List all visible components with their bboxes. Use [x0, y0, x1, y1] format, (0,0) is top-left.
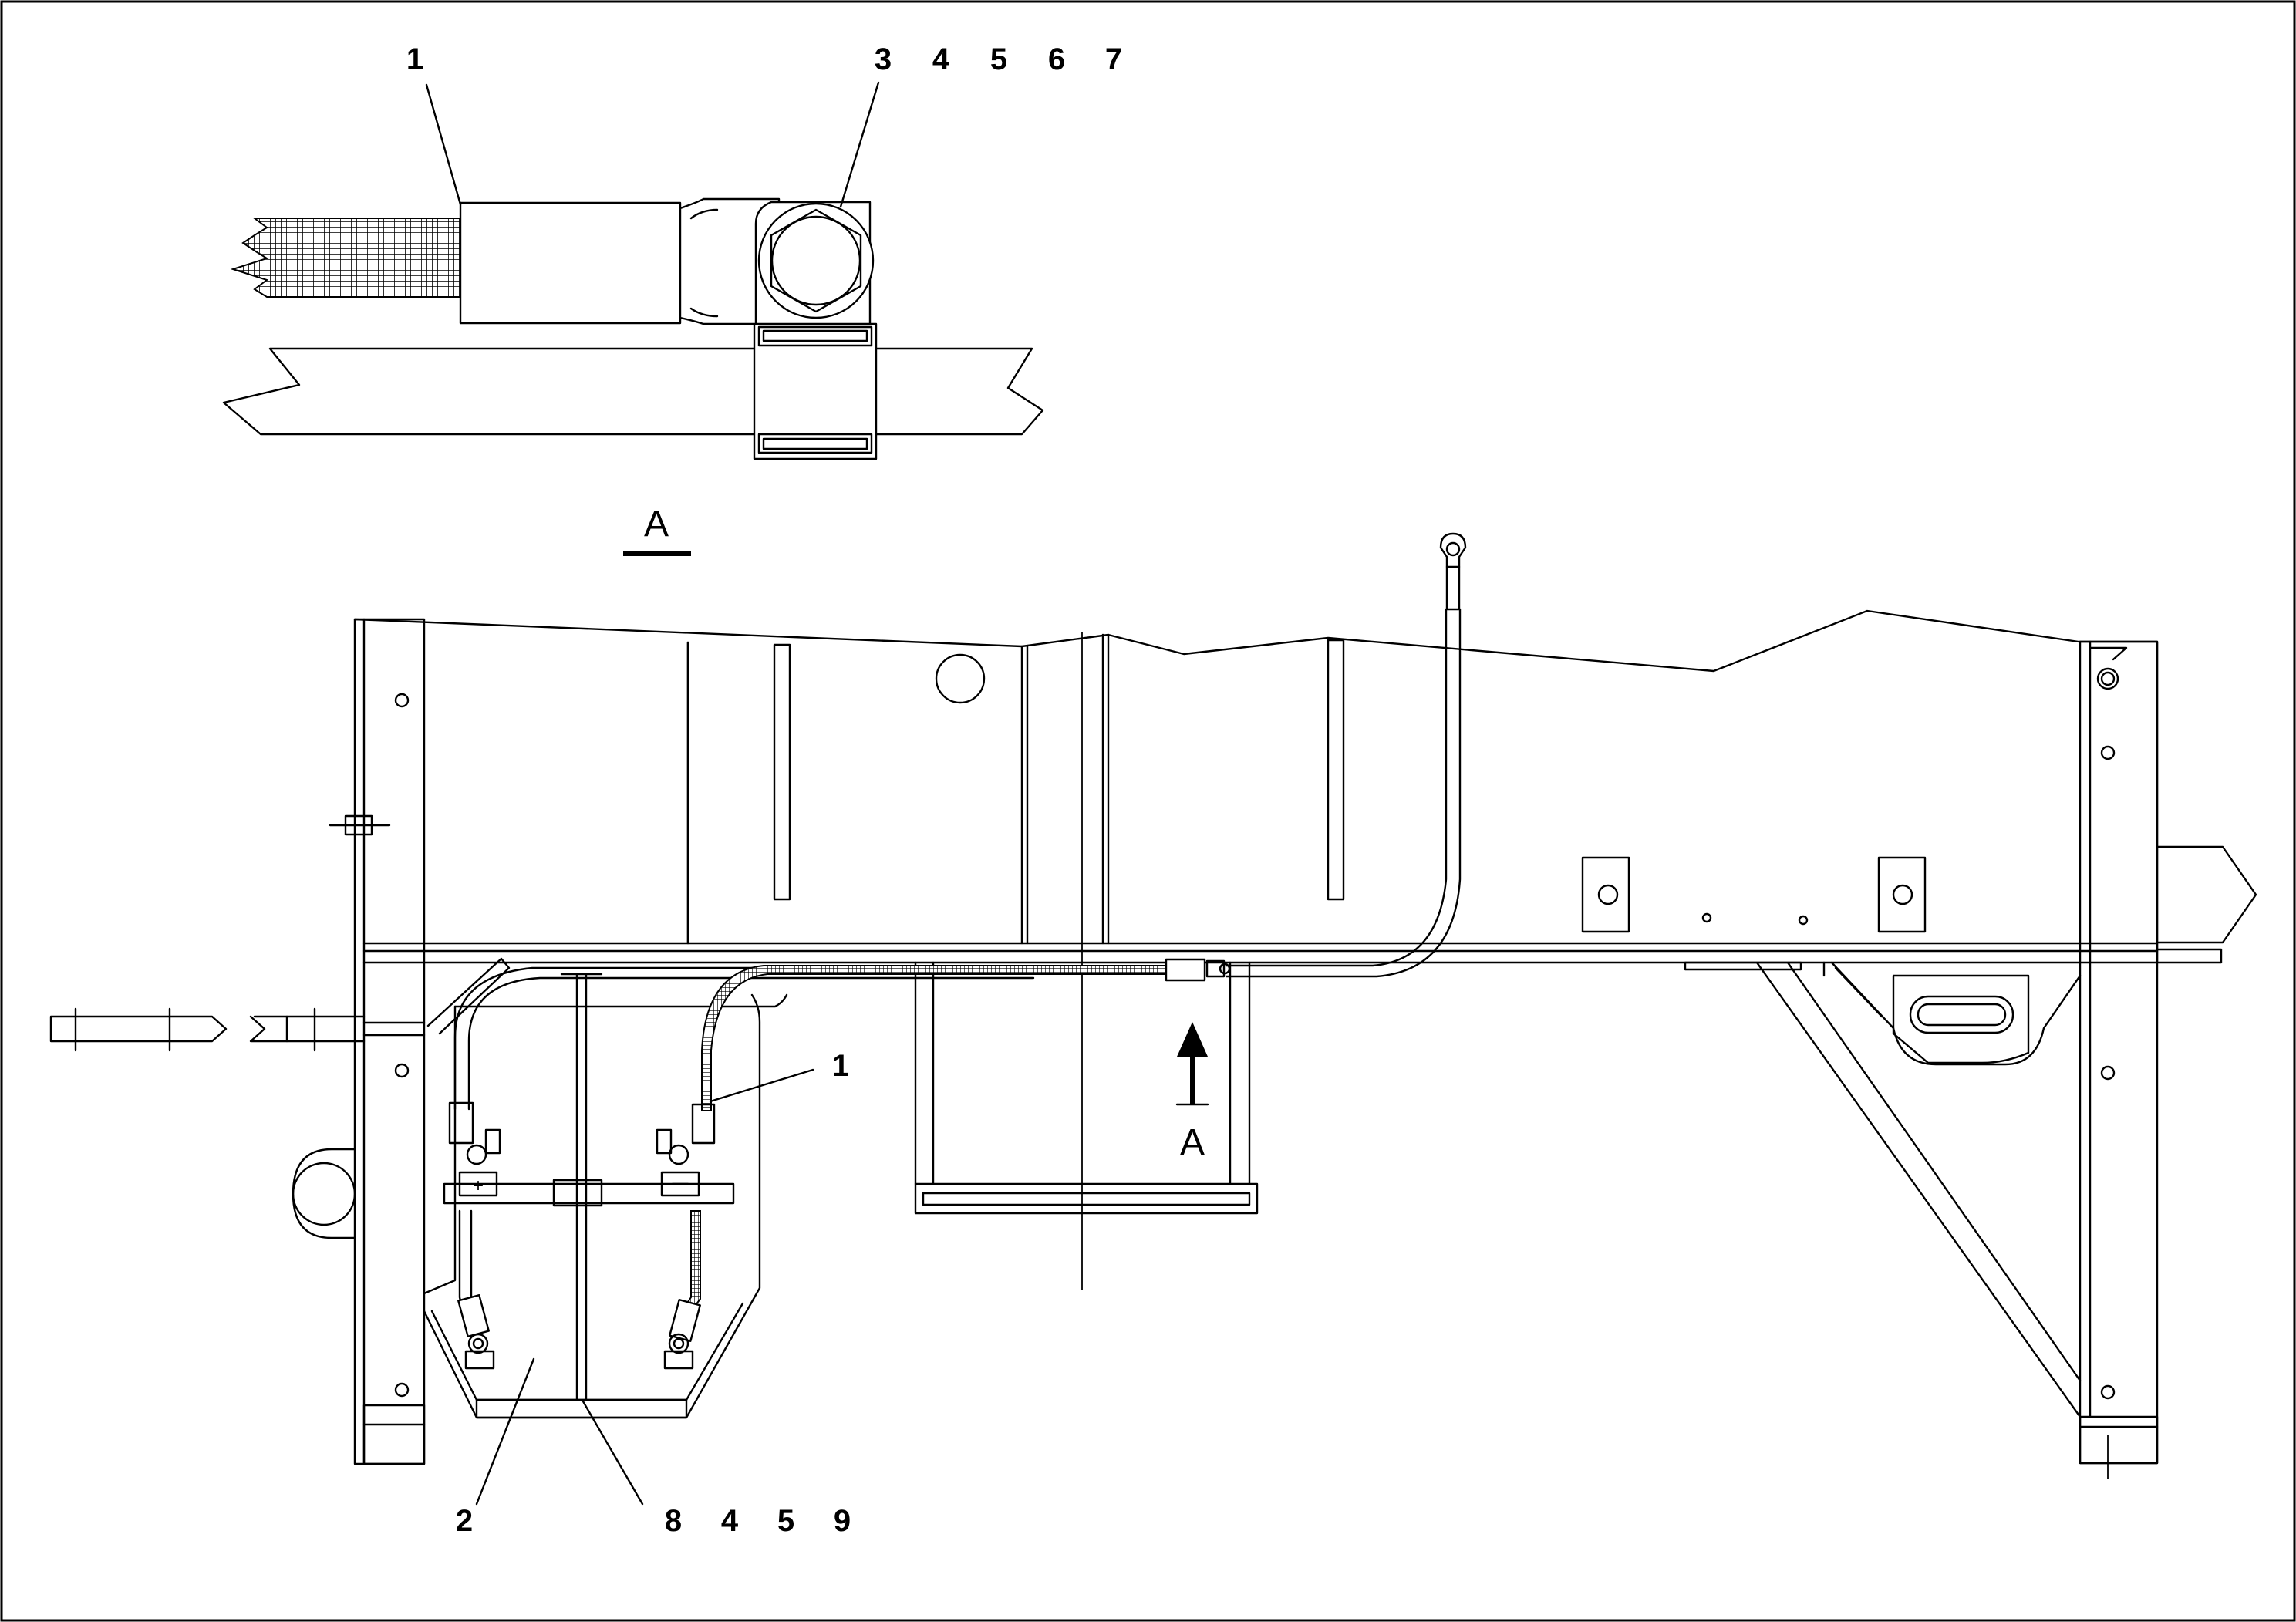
left-end-plate [353, 618, 426, 1465]
cable-connector [1165, 958, 1206, 982]
section-arrow-label: A [1180, 1122, 1205, 1163]
frame-upper-outline [353, 609, 2223, 964]
callout-main-8: 8 [665, 1504, 682, 1538]
terminal-stud [770, 215, 861, 306]
callout-top-5: 5 [990, 42, 1007, 76]
diagonal-brace [1684, 961, 2082, 1418]
callout-main-4: 4 [721, 1504, 739, 1538]
svg-text:+: + [473, 1175, 484, 1196]
callout-main-1: 1 [832, 1049, 849, 1083]
detail-view-a: 1 3 4 5 6 7 [222, 42, 1122, 460]
negative-cable-braided [701, 965, 1169, 1111]
braided-cable [230, 218, 462, 298]
callout-main-2: 2 [456, 1504, 473, 1538]
callout-main-9: 9 [834, 1504, 851, 1538]
section-arrow [1177, 1022, 1208, 1057]
terminal-nut-hex [770, 208, 862, 313]
terminal-nut-outer [757, 202, 875, 319]
ground-lug [1439, 532, 1467, 568]
callout-main-5: 5 [777, 1504, 794, 1538]
frame-strip [222, 347, 1044, 436]
ground-cable [1225, 608, 1462, 978]
positive-cable [453, 966, 1035, 1111]
access-hole [935, 653, 986, 704]
right-end-plate [2079, 640, 2159, 1465]
left-rod-stub [49, 1007, 426, 1052]
callout-top-4: 4 [932, 42, 950, 76]
callout-top-7: 7 [1105, 42, 1122, 76]
cable-sleeve [459, 201, 682, 325]
main-frame-view: A + [49, 532, 2257, 1538]
callout-top-3: 3 [875, 42, 892, 76]
callout-top-6: 6 [1048, 42, 1065, 76]
callout-top-1: 1 [406, 42, 423, 76]
outrigger-plate [2156, 845, 2257, 944]
lower-bracket [1830, 961, 2082, 1066]
center-subframe [914, 961, 1259, 1215]
section-label-a: A [644, 504, 669, 545]
